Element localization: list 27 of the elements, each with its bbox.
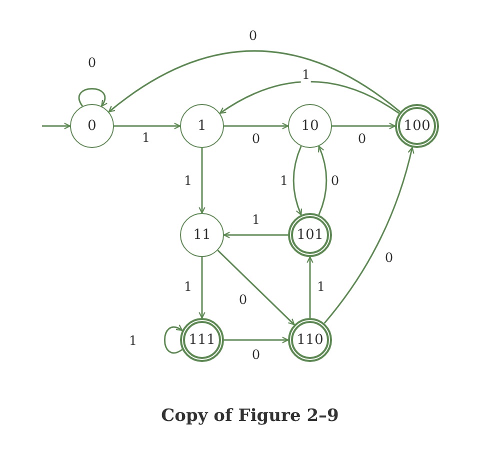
state-circle: 0	[70, 104, 114, 148]
arrow	[223, 232, 288, 238]
loop-arrow	[164, 324, 183, 354]
arrow	[217, 250, 295, 326]
arrow	[42, 122, 71, 130]
arrow	[324, 146, 414, 324]
arrow	[114, 122, 181, 130]
figure-caption: Copy of Figure 2–9	[161, 406, 339, 426]
arrow	[318, 146, 328, 216]
arrow	[198, 148, 206, 214]
arrow	[224, 122, 289, 130]
arrow	[306, 256, 314, 318]
accepting-state-circle: 101	[288, 213, 332, 257]
arrow	[198, 257, 206, 319]
accepting-state-circle: 110	[288, 318, 332, 362]
arrow	[219, 80, 400, 114]
arrow	[292, 146, 302, 216]
arrow	[108, 50, 401, 112]
arrow	[224, 336, 289, 344]
state-circle: 11	[180, 213, 224, 257]
state-circle: 1	[180, 104, 224, 148]
loop-arrow	[78, 88, 108, 107]
state-circle: 10	[288, 104, 332, 148]
accepting-state-circle: 111	[180, 318, 224, 362]
arrow	[332, 122, 396, 130]
edge-label: 1	[300, 69, 312, 83]
accepting-state-circle: 100	[395, 104, 439, 148]
